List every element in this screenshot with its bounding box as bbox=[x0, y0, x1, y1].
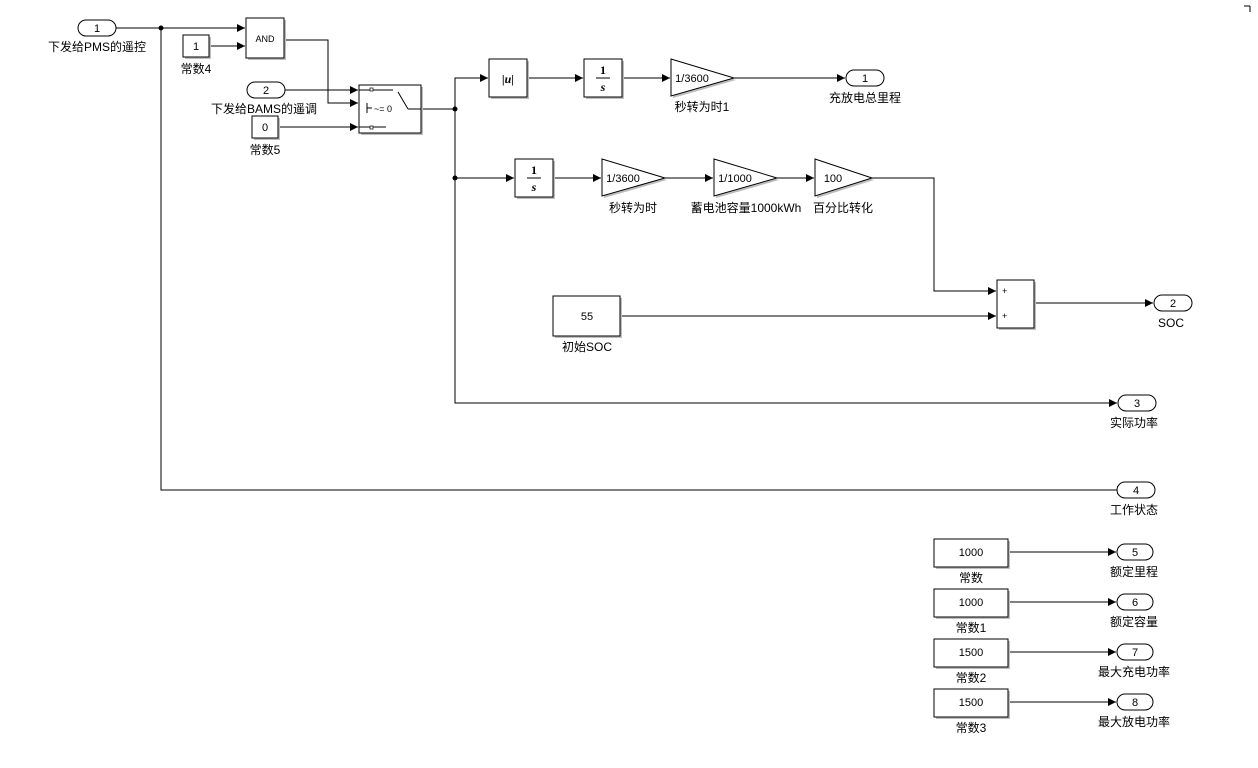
gain-value: 1/3600 bbox=[606, 173, 640, 185]
outport-number: 2 bbox=[1170, 298, 1176, 310]
sum-block[interactable]: + + bbox=[996, 279, 1036, 330]
constant-label: 常数5 bbox=[250, 142, 281, 157]
integrator-block-top[interactable]: 1 s bbox=[583, 58, 624, 99]
outport-label: 充放电总里程 bbox=[829, 90, 901, 105]
outport-label: 实际功率 bbox=[1110, 415, 1158, 430]
gain-block-percent[interactable]: 100 百分比转化 bbox=[813, 158, 874, 215]
constant-value: 0 bbox=[262, 122, 268, 134]
branch-point bbox=[158, 25, 164, 31]
signal-line[interactable] bbox=[285, 39, 358, 107]
constant-5-block[interactable]: 0 常数5 bbox=[250, 115, 281, 157]
signal-lines bbox=[116, 24, 1153, 706]
inport-label: 下发给BAMS的遥调 bbox=[211, 101, 317, 116]
signal-line[interactable] bbox=[160, 28, 1125, 494]
constant-value: 1000 bbox=[959, 547, 983, 559]
constant-value: 1000 bbox=[959, 597, 983, 609]
branch-point bbox=[452, 106, 458, 112]
constant-value: 1 bbox=[193, 41, 199, 53]
switch-contact-icon bbox=[369, 125, 374, 130]
outport-5[interactable]: 5 额定里程 bbox=[1110, 543, 1158, 579]
abs-block[interactable]: |u| bbox=[488, 58, 529, 99]
outport-1[interactable]: 1 充放电总里程 bbox=[829, 69, 901, 105]
outport-4[interactable]: 4 工作状态 bbox=[1110, 481, 1158, 517]
inport-number: 2 bbox=[263, 85, 269, 97]
constant-value: 55 bbox=[581, 311, 593, 323]
switch-criterion: ~= 0 bbox=[374, 104, 392, 114]
integrator-denominator: s bbox=[600, 80, 606, 94]
gain-label: 百分比转化 bbox=[813, 200, 873, 215]
outport-number: 5 bbox=[1132, 547, 1138, 559]
constant-label: 常数 bbox=[959, 570, 983, 585]
gain-label: 蓄电池容量1000kWh bbox=[691, 200, 802, 215]
gain-value: 1/3600 bbox=[675, 73, 709, 85]
outport-label: 工作状态 bbox=[1110, 503, 1158, 517]
outport-label: 最大充电功率 bbox=[1098, 664, 1170, 679]
signal-line[interactable] bbox=[454, 109, 514, 182]
integrator-numerator: 1 bbox=[531, 163, 537, 177]
constant-label: 常数3 bbox=[956, 720, 987, 735]
outport-label: 最大放电功率 bbox=[1098, 714, 1170, 729]
outport-3[interactable]: 3 实际功率 bbox=[1110, 394, 1158, 430]
constant-initial-soc-block[interactable]: 55 初始SOC bbox=[552, 295, 622, 354]
gain-block-battery-capacity[interactable]: 1/1000 蓄电池容量1000kWh bbox=[691, 158, 802, 215]
outport-number: 3 bbox=[1134, 398, 1140, 410]
branch-point bbox=[452, 175, 458, 181]
and-label: AND bbox=[255, 34, 275, 44]
sum-sign: + bbox=[1002, 286, 1007, 296]
constant-label: 常数2 bbox=[956, 670, 987, 685]
inport-label: 下发给PMS的遥控 bbox=[48, 39, 146, 54]
signal-line[interactable] bbox=[454, 178, 1117, 407]
outport-number: 7 bbox=[1132, 647, 1138, 659]
outport-6[interactable]: 6 额定容量 bbox=[1110, 593, 1158, 629]
outport-number: 6 bbox=[1132, 597, 1138, 609]
gain-block-sec-to-hour[interactable]: 1/3600 秒转为时 bbox=[601, 158, 667, 215]
constant-block[interactable]: 1000 常数 bbox=[933, 538, 1010, 585]
outport-number: 1 bbox=[862, 73, 868, 85]
constant-2-block[interactable]: 1500 常数2 bbox=[933, 638, 1010, 685]
outport-7[interactable]: 7 最大充电功率 bbox=[1098, 643, 1170, 679]
constant-3-block[interactable]: 1500 常数3 bbox=[933, 688, 1010, 735]
constant-label: 常数4 bbox=[181, 61, 212, 76]
gain-value: 100 bbox=[824, 173, 842, 185]
gain-block-sec-to-hour-1[interactable]: 1/3600 秒转为时1 bbox=[670, 58, 736, 114]
constant-label: 初始SOC bbox=[562, 340, 612, 354]
signal-line[interactable] bbox=[872, 177, 996, 295]
outport-number: 8 bbox=[1132, 697, 1138, 709]
outport-label: 额定里程 bbox=[1110, 564, 1158, 579]
constant-label: 常数1 bbox=[956, 620, 987, 635]
integrator-numerator: 1 bbox=[600, 63, 606, 77]
inport-2[interactable]: 2 下发给BAMS的遥调 bbox=[211, 81, 317, 116]
signal-line[interactable] bbox=[454, 74, 488, 109]
outport-label: SOC bbox=[1158, 316, 1184, 330]
switch-block[interactable]: ~= 0 bbox=[358, 84, 423, 135]
constant-value: 1500 bbox=[959, 647, 983, 659]
constant-1-block[interactable]: 1000 常数1 bbox=[933, 588, 1010, 635]
gain-label: 秒转为时 bbox=[609, 200, 657, 215]
switch-arm-icon bbox=[397, 91, 409, 110]
switch-contact-icon bbox=[369, 87, 374, 92]
resize-corner-icon bbox=[1244, 5, 1251, 12]
constant-value: 1500 bbox=[959, 697, 983, 709]
outport-label: 额定容量 bbox=[1110, 614, 1158, 629]
abs-text: |u| bbox=[502, 72, 514, 86]
outport-8[interactable]: 8 最大放电功率 bbox=[1098, 693, 1170, 729]
constant-4-block[interactable]: 1 常数4 bbox=[181, 34, 212, 76]
outport-2[interactable]: 2 SOC bbox=[1153, 294, 1193, 330]
outport-number: 4 bbox=[1133, 485, 1139, 497]
inport-number: 1 bbox=[94, 23, 100, 35]
integrator-block-middle[interactable]: 1 s bbox=[514, 158, 555, 199]
gain-label: 秒转为时1 bbox=[675, 99, 730, 114]
integrator-denominator: s bbox=[531, 180, 537, 194]
inport-1[interactable]: 1 下发给PMS的遥控 bbox=[48, 19, 146, 54]
gain-value: 1/1000 bbox=[718, 173, 752, 185]
and-logic-block[interactable]: AND bbox=[245, 17, 286, 60]
sum-sign: + bbox=[1002, 311, 1007, 321]
